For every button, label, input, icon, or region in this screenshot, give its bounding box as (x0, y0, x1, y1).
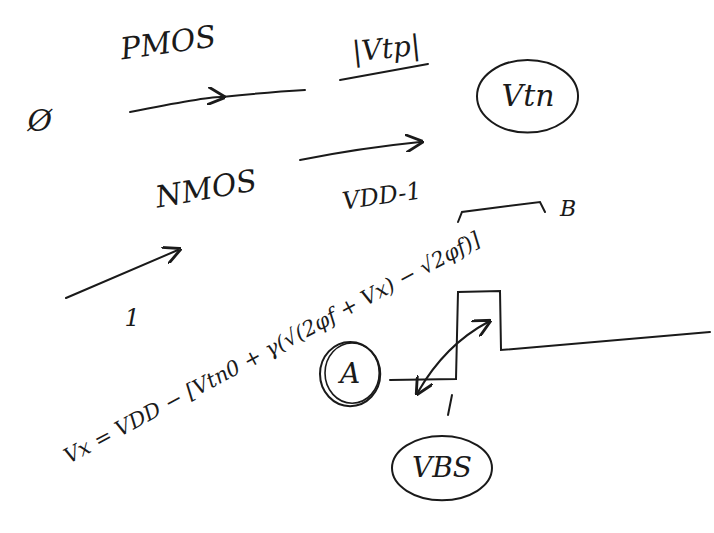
node-text: Vtn (501, 78, 554, 113)
node-text: A (340, 357, 360, 390)
device-name: NMOS (153, 162, 260, 214)
circle-outline (325, 343, 379, 403)
bracket (458, 202, 545, 222)
circle-outline (477, 60, 578, 133)
node-text: VBS (412, 451, 472, 484)
double-arrow (418, 322, 488, 392)
arrow-line (130, 97, 222, 112)
circled-term: VBS (390, 434, 494, 502)
voltage-label: VDD-1 (340, 177, 423, 216)
arrow-line (66, 250, 178, 298)
device-name: PMOS (118, 18, 218, 66)
leader-line (448, 395, 452, 415)
logic-value: Ø (28, 103, 53, 138)
bracket-label: B (560, 196, 576, 221)
circle-outline (320, 342, 380, 406)
pulse-waveform (390, 291, 710, 380)
threshold-label: |Vtp| (350, 28, 421, 68)
circled-term: Vtn (475, 58, 580, 135)
arrow-line (300, 142, 420, 160)
circled-node: A (318, 340, 382, 408)
circle-outline (392, 436, 492, 500)
threshold-equation: Vx = VDD − [Vtn0 + γ(√(2φf + Vx) − √2φf)… (60, 227, 485, 468)
logic-value: 1 (125, 304, 140, 332)
arrow-line (222, 90, 305, 97)
